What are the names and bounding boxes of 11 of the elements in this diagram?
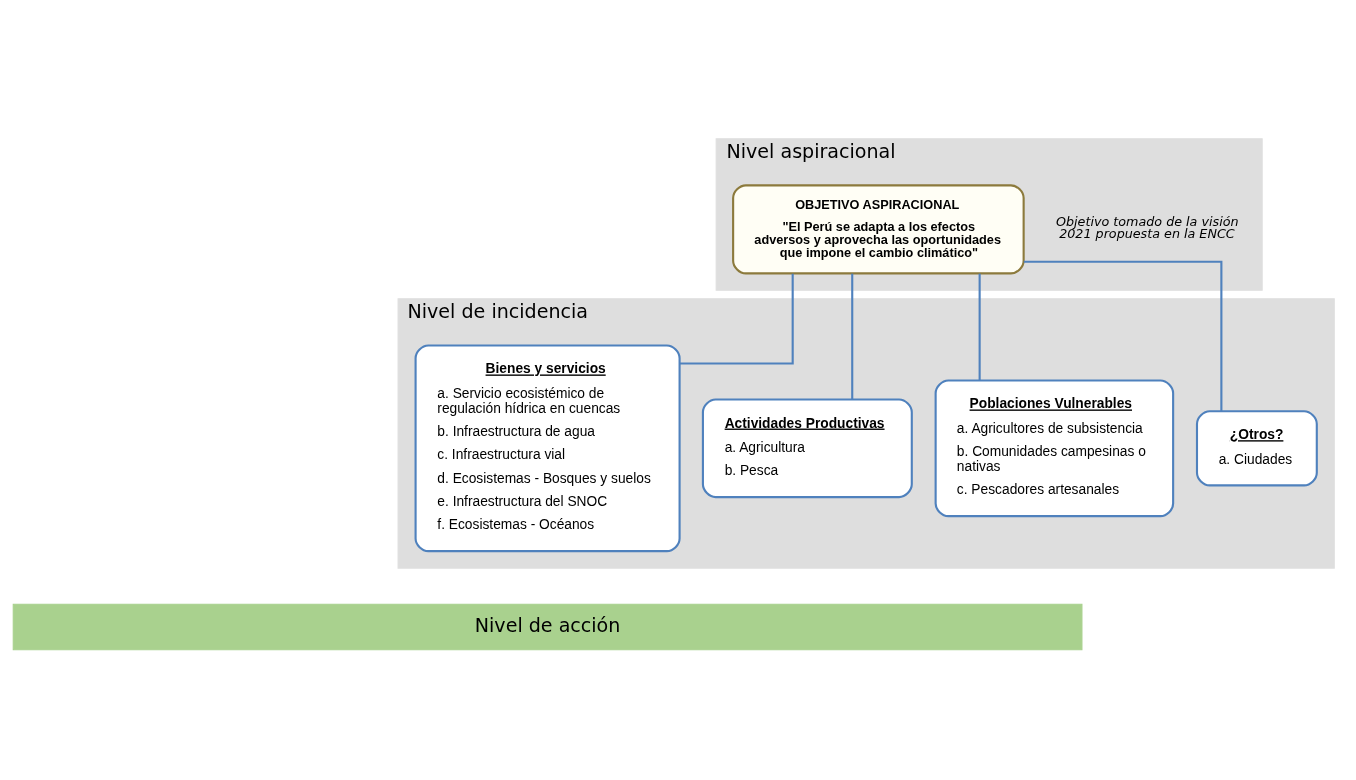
- node-box: Nivel de acción: [12, 603, 1083, 651]
- node-box: Poblaciones Vulnerables a. Agricultores de subsistencia b. Comunidades campesinas o nativas c. Pescadores artesanales: [934, 379, 1175, 518]
- node-label: Objetivo tomado de la visión 2021 propuesta en la ENCC: [1055, 213, 1239, 242]
- node-box: Bienes y servicios a. Servicio ecosistémico de regulación hídrica en cuencas b. Infraestructura de agua c. Infraestructura vial d. Ecosistemas - Bosques y suelos e. Infraestructura del SNOC f. Ecosistemas - Océanos: [414, 344, 681, 553]
- connector: [851, 273, 854, 400]
- node-box: Actividades Productivas a. Agricultura b. Pesca: [701, 398, 913, 499]
- node-box: ¿Otros? a. Ciudades: [1195, 410, 1318, 487]
- connector: [1023, 260, 1223, 411]
- connector: [978, 273, 981, 381]
- connector: [679, 273, 794, 365]
- node-box: OBJETIVO ASPIRACIONAL "El Perú se adapta a los efectos adversos y aprovecha las oportunidades que impone el cambio climático": [732, 184, 1025, 275]
